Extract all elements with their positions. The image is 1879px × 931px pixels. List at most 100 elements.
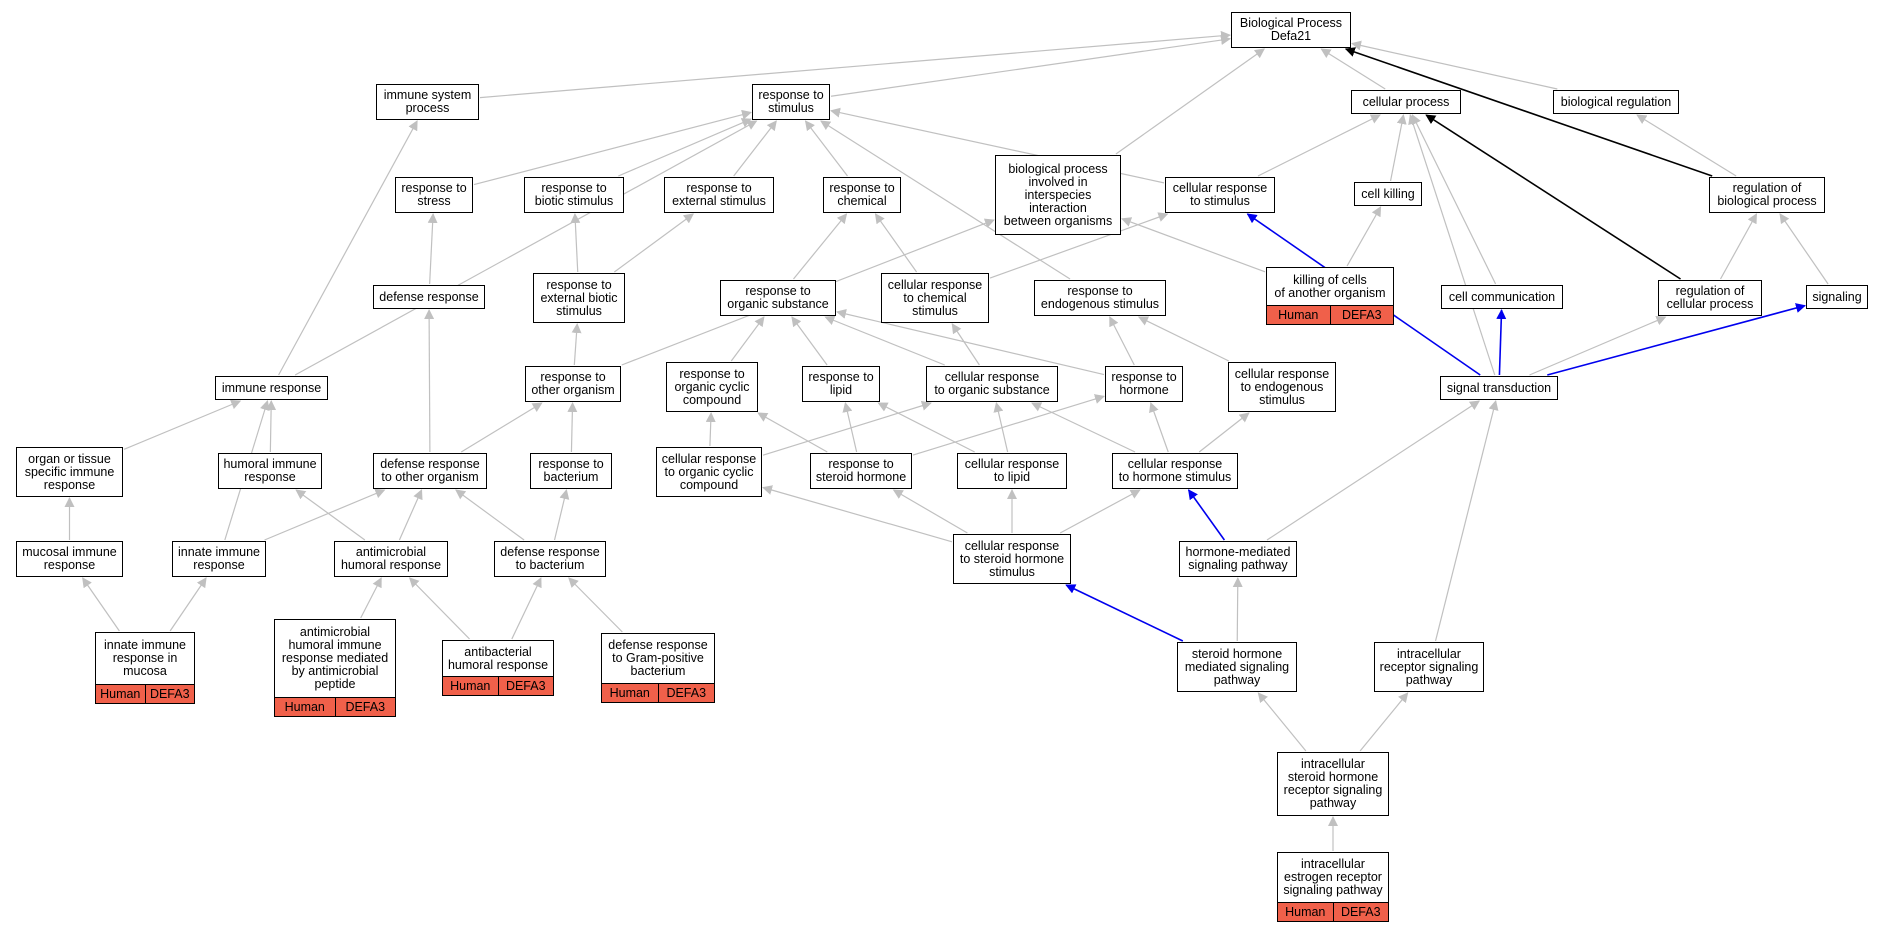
edge-antibacterial-humoral-response-to-defense-response-to-bacterium bbox=[511, 577, 542, 640]
node-defense-response[interactable]: defense response bbox=[373, 285, 485, 309]
node-response-to-biotic-stimulus[interactable]: response to biotic stimulus bbox=[524, 177, 624, 213]
species-tag: Human bbox=[609, 686, 650, 700]
node-response-to-external-stimulus[interactable]: response to external stimulus bbox=[664, 177, 774, 213]
node-antimicrobial-humoral-response[interactable]: antimicrobial humoral response bbox=[334, 541, 448, 577]
node-intracellular-steroid-hormone-receptor-signaling-pathway[interactable]: intracellular steroid hormone receptor s… bbox=[1277, 752, 1389, 816]
edge-cellular-response-to-chemical-stimulus-to-response-to-chemical bbox=[874, 213, 918, 273]
node-immune-system-process[interactable]: immune system process bbox=[376, 84, 479, 120]
edge-defense-response-to-other-organism-to-response-to-other-organism bbox=[460, 402, 543, 453]
node-label: cellular response to stimulus bbox=[1172, 181, 1268, 208]
node-steroid-hormone-mediated-signaling-pathway[interactable]: steroid hormone mediated signaling pathw… bbox=[1177, 642, 1297, 692]
node-cellular-response-to-steroid-hormone-stimulus[interactable]: cellular response to steroid hormone sti… bbox=[953, 534, 1071, 584]
node-defense-response-gram-positive[interactable]: defense response to Gram-positive bacter… bbox=[601, 633, 715, 703]
edge-organ-tissue-specific-immune-response-to-immune-response bbox=[123, 399, 242, 450]
node-response-to-lipid[interactable]: response to lipid bbox=[802, 366, 880, 402]
node-response-to-chemical[interactable]: response to chemical bbox=[823, 177, 901, 213]
node-immune-response[interactable]: immune response bbox=[215, 376, 328, 400]
node-cellular-response-to-stimulus[interactable]: cellular response to stimulus bbox=[1165, 177, 1275, 213]
node-response-to-stress[interactable]: response to stress bbox=[395, 177, 473, 213]
node-response-to-hormone[interactable]: response to hormone bbox=[1105, 366, 1183, 402]
node-cellular-response-to-organic-cyclic-compound[interactable]: cellular response to organic cyclic comp… bbox=[656, 447, 762, 497]
node-response-to-external-biotic-stimulus[interactable]: response to external biotic stimulus bbox=[533, 273, 625, 323]
node-cellular-response-to-chemical-stimulus[interactable]: cellular response to chemical stimulus bbox=[881, 273, 989, 323]
node-label: cell killing bbox=[1361, 186, 1415, 201]
annotation-row: Human DEFA3 bbox=[602, 683, 714, 702]
node-mucosal-immune-response[interactable]: mucosal immune response bbox=[16, 541, 123, 577]
node-cellular-response-to-organic-substance[interactable]: cellular response to organic substance bbox=[926, 366, 1058, 402]
node-response-to-other-organism[interactable]: response to other organism bbox=[525, 366, 621, 402]
node-hormone-mediated-signaling-pathway[interactable]: hormone-mediated signaling pathway bbox=[1179, 541, 1297, 577]
edge-innate-immune-response-in-mucosa-to-mucosal-immune-response bbox=[82, 577, 120, 632]
edge-cellular-response-to-hormone-stimulus-to-cellular-response-to-organic-substance bbox=[1031, 402, 1136, 453]
node-label: immune response bbox=[221, 380, 322, 395]
edge-signaling-to-regulation-of-biological-process bbox=[1779, 213, 1829, 285]
edge-biological-regulation-to-root bbox=[1351, 40, 1558, 90]
species-tag: Human bbox=[100, 687, 141, 701]
edge-cellular-response-to-endogenous-stimulus-to-response-to-endogenous-stimulus bbox=[1137, 316, 1230, 362]
node-response-to-organic-substance[interactable]: response to organic substance bbox=[720, 280, 836, 316]
node-defense-response-to-other-organism[interactable]: defense response to other organism bbox=[373, 453, 487, 489]
node-cellular-process[interactable]: cellular process bbox=[1351, 90, 1461, 114]
node-defense-response-to-bacterium[interactable]: defense response to bacterium bbox=[494, 541, 606, 577]
node-response-to-steroid-hormone[interactable]: response to steroid hormone bbox=[810, 453, 912, 489]
gene-tag: DEFA3 bbox=[334, 698, 396, 716]
node-label: cellular response to organic substance bbox=[934, 370, 1050, 397]
node-root[interactable]: Biological Process Defa21 bbox=[1231, 12, 1351, 48]
node-label: antimicrobial humoral response bbox=[340, 545, 442, 572]
node-cellular-response-to-hormone-stimulus[interactable]: cellular response to hormone stimulus bbox=[1112, 453, 1238, 489]
node-label: cellular response to endogenous stimulus bbox=[1234, 366, 1330, 407]
edge-innate-immune-response-in-mucosa-to-innate-immune-response bbox=[169, 577, 207, 632]
edge-signal-transduction-to-cell-communication bbox=[1496, 309, 1507, 376]
node-cellular-response-to-endogenous-stimulus[interactable]: cellular response to endogenous stimulus bbox=[1228, 362, 1336, 412]
node-bp-interspecies[interactable]: biological process involved in interspec… bbox=[995, 155, 1121, 235]
node-innate-immune-response[interactable]: innate immune response bbox=[172, 541, 266, 577]
edge-cellular-response-to-organic-substance-to-response-to-organic-substance bbox=[824, 315, 945, 366]
node-label: hormone-mediated signaling pathway bbox=[1185, 545, 1291, 572]
node-regulation-of-biological-process[interactable]: regulation of biological process bbox=[1709, 177, 1825, 213]
node-response-to-organic-cyclic-compound[interactable]: response to organic cyclic compound bbox=[666, 362, 758, 412]
node-label: biological process involved in interspec… bbox=[1003, 161, 1113, 228]
node-response-to-stimulus[interactable]: response to stimulus bbox=[752, 84, 830, 120]
edge-steroid-hormone-mediated-signaling-pathway-to-cellular-response-to-steroid-hormone-stimulus bbox=[1065, 584, 1184, 642]
node-cell-communication[interactable]: cell communication bbox=[1441, 285, 1563, 309]
edge-immune-response-to-response-to-stimulus bbox=[294, 120, 758, 376]
node-label: biological regulation bbox=[1560, 94, 1672, 109]
edge-intracellular-receptor-signaling-pathway-to-signal-transduction bbox=[1434, 400, 1499, 642]
node-label: response to stimulus bbox=[758, 88, 824, 115]
node-label: antimicrobial humoral immune response me… bbox=[281, 625, 389, 691]
node-antimicrobial-humoral-immune-response-peptide[interactable]: antimicrobial humoral immune response me… bbox=[274, 619, 396, 717]
node-organ-tissue-specific-immune-response[interactable]: organ or tissue specific immune response bbox=[16, 447, 123, 497]
node-label: regulation of biological process bbox=[1717, 181, 1817, 208]
node-label: cellular response to steroid hormone sti… bbox=[959, 538, 1065, 579]
node-label: humoral immune response bbox=[223, 457, 317, 484]
node-biological-regulation[interactable]: biological regulation bbox=[1553, 90, 1679, 114]
node-label: response to hormone bbox=[1111, 370, 1177, 397]
node-label: innate immune response bbox=[178, 545, 260, 572]
node-signal-transduction[interactable]: signal transduction bbox=[1440, 376, 1558, 400]
node-intracellular-estrogen-receptor-signaling-pathway[interactable]: intracellular estrogen receptor signalin… bbox=[1277, 852, 1389, 922]
node-response-to-endogenous-stimulus[interactable]: response to endogenous stimulus bbox=[1034, 280, 1166, 316]
gene-tag: DEFA3 bbox=[657, 684, 715, 702]
edge-response-to-hormone-to-response-to-endogenous-stimulus bbox=[1109, 316, 1135, 366]
node-label: cellular response to hormone stimulus bbox=[1118, 457, 1232, 484]
edge-bp-interspecies-to-root bbox=[1115, 48, 1265, 155]
gene-tag: DEFA3 bbox=[1332, 903, 1389, 921]
node-cell-killing[interactable]: cell killing bbox=[1354, 182, 1422, 206]
node-label: response to organic substance bbox=[727, 284, 829, 311]
node-label: intracellular receptor signaling pathway bbox=[1379, 646, 1479, 687]
node-response-to-bacterium[interactable]: response to bacterium bbox=[530, 453, 612, 489]
node-regulation-of-cellular-process[interactable]: regulation of cellular process bbox=[1658, 280, 1762, 316]
edge-regulation-of-cellular-process-to-regulation-of-biological-process bbox=[1719, 213, 1758, 280]
edge-defense-response-to-bacterium-to-defense-response-to-other-organism bbox=[455, 489, 525, 541]
node-humoral-immune-response[interactable]: humoral immune response bbox=[218, 453, 322, 489]
node-signaling[interactable]: signaling bbox=[1806, 285, 1868, 309]
edge-defense-response-to-other-organism-to-defense-response bbox=[424, 309, 435, 453]
node-intracellular-receptor-signaling-pathway[interactable]: intracellular receptor signaling pathway bbox=[1374, 642, 1484, 692]
node-cellular-response-to-lipid[interactable]: cellular response to lipid bbox=[957, 453, 1067, 489]
edge-hormone-mediated-signaling-pathway-to-signal-transduction bbox=[1266, 400, 1480, 541]
